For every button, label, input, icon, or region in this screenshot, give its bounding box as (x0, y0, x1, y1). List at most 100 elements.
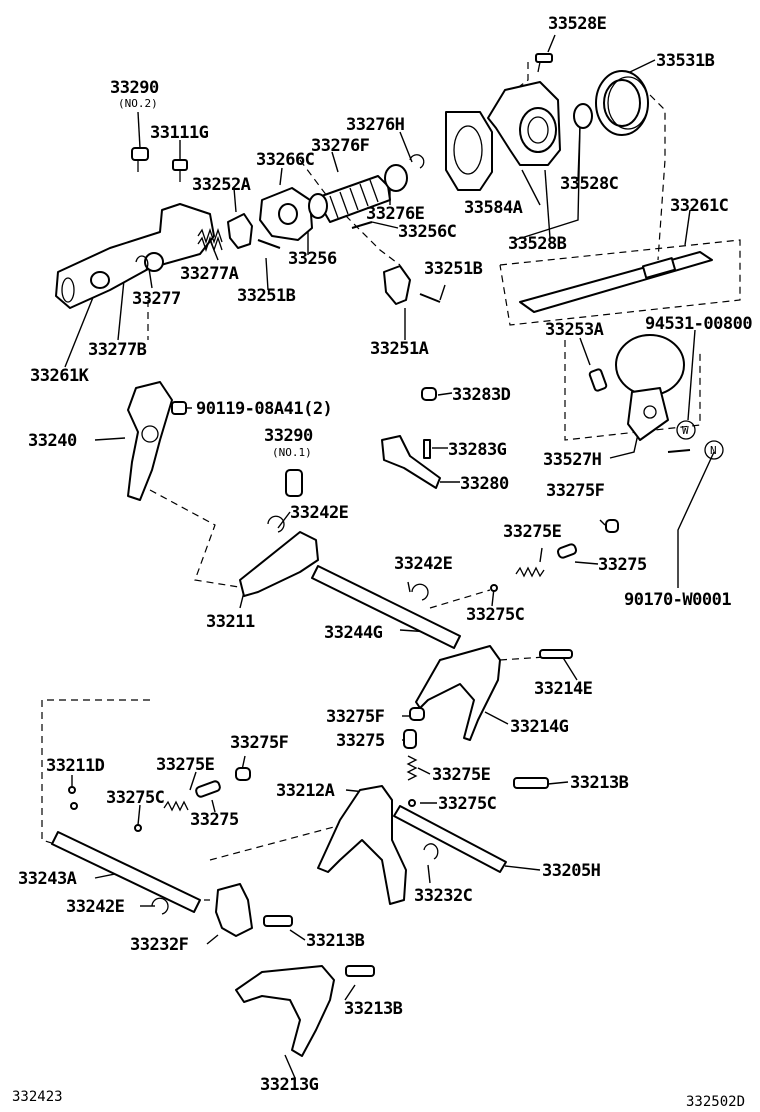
bolt-33528E-icon (535, 53, 553, 73)
boot-33276F-icon (308, 164, 408, 223)
marker-w-icon (676, 420, 696, 440)
label-33214G: 33214G (510, 717, 569, 737)
label-no2: (NO.2) (118, 97, 158, 110)
label-33213B-a: 33213B (570, 773, 629, 793)
label-33253A: 33253A (545, 320, 604, 340)
gasket-33584A-icon (445, 111, 493, 191)
label-33275E-b: 33275E (156, 755, 215, 775)
label-33213B-c: 33213B (344, 999, 403, 1019)
lever-33240-icon (127, 381, 173, 501)
bolt-33111G-icon (172, 159, 188, 182)
label-33276F: 33276F (311, 136, 370, 156)
lever-33266C-icon (259, 187, 313, 241)
label-33261C: 33261C (670, 196, 728, 216)
pin-33251B-icon (257, 239, 441, 303)
label-33290-no1: 33290 (264, 426, 313, 446)
oil-seal-33531B-icon (595, 70, 649, 136)
label-33275-b: 33275 (336, 731, 385, 751)
label-90170-W0001: 90170-W0001 (624, 590, 731, 610)
label-33251A: 33251A (370, 339, 429, 359)
label-33275-a: 33275 (598, 555, 647, 575)
marker-n-label: N (710, 444, 717, 457)
label-33275F-b: 33275F (326, 707, 385, 727)
label-33240: 33240 (28, 431, 77, 451)
label-33242E-c: 33242E (66, 897, 125, 917)
label-33256: 33256 (288, 249, 337, 269)
label-33261K: 33261K (30, 366, 90, 386)
label-33527H: 33527H (543, 450, 602, 470)
footer-right-code: 332502D (686, 1094, 745, 1110)
bolt-90119-icon (171, 401, 187, 415)
housing-33261K-icon (55, 203, 215, 309)
ring-33277-icon (135, 255, 149, 273)
fork-33211-icon (239, 531, 319, 597)
label-94531-00800: 94531-00800 (645, 314, 752, 334)
label-33256C: 33256C (398, 222, 456, 242)
shaft-33261C-icon (519, 251, 713, 313)
label-33531B: 33531B (656, 51, 715, 71)
lever-33527H-icon (615, 334, 691, 453)
label-33584A: 33584A (464, 198, 523, 218)
bolt-33214E-icon (539, 649, 573, 659)
shaft-33280-icon (381, 435, 441, 489)
bushing-33528C-icon (573, 103, 593, 129)
footer: 332423 332502D (12, 1089, 745, 1110)
label-33275-c: 33275 (190, 810, 239, 830)
label-33242E-a: 33242E (290, 503, 349, 523)
label-33251B-a: 33251B (424, 259, 483, 279)
plug-33283D-icon (421, 387, 437, 401)
rod-33244G-icon (311, 565, 461, 649)
label-33528C: 33528C (560, 174, 618, 194)
plug-33290-no1-icon (285, 469, 303, 497)
pin-33253A-icon (588, 368, 608, 392)
alignment-lines (41, 62, 741, 901)
label-33252A: 33252A (192, 175, 251, 195)
label-33283G: 33283G (448, 440, 507, 460)
label-33275E-a: 33275E (503, 522, 562, 542)
label-33275F-c: 33275F (230, 733, 289, 753)
label-33243A: 33243A (18, 869, 77, 889)
label-33528E: 33528E (548, 14, 607, 34)
footer-left-code: 332423 (12, 1089, 63, 1105)
detent-parts-icon (68, 519, 619, 832)
label-33211D: 33211D (46, 756, 105, 776)
label-33242E-b: 33242E (394, 554, 453, 574)
label-33211: 33211 (206, 612, 255, 632)
label-33275C-a: 33275C (466, 605, 524, 625)
bolt-33213B-icon (263, 777, 549, 977)
label-33275C-b: 33275C (106, 788, 164, 808)
label-33277: 33277 (132, 289, 181, 309)
rod-33243A-icon (51, 831, 201, 913)
label-33277B: 33277B (88, 340, 147, 360)
label-33111G: 33111G (150, 123, 209, 143)
retainer-33528B-icon (487, 81, 561, 166)
label-33232F: 33232F (130, 935, 189, 955)
label-33528B: 33528B (508, 234, 567, 254)
plug-33290-no2-icon (131, 147, 149, 172)
pin-33283G-icon (423, 439, 431, 459)
label-no1: (NO.1) (272, 446, 312, 459)
lever-33232F-icon (215, 883, 253, 937)
fork-33213G-icon (235, 965, 335, 1057)
arm-33251A-icon (383, 265, 411, 305)
rod-33205H-icon (393, 805, 507, 873)
clip-33276H-icon (409, 154, 425, 169)
label-33275F-a: 33275F (546, 481, 605, 501)
snap-ring-33242E-icon (151, 515, 429, 915)
label-33275E-c: 33275E (432, 765, 491, 785)
marker-n-icon (704, 440, 724, 460)
label-33283D: 33283D (452, 385, 511, 405)
label-33266C: 33266C (256, 150, 314, 170)
pin-33256C-icon (351, 221, 373, 229)
label-33251B-b: 33251B (237, 286, 296, 306)
label-33290-no2: 33290 (110, 78, 159, 98)
label-33214E: 33214E (534, 679, 593, 699)
gear-33252A-icon (227, 213, 253, 249)
label-33277A: 33277A (180, 264, 239, 284)
label-33276H: 33276H (346, 115, 405, 135)
label-33280: 33280 (460, 474, 509, 494)
marker-w-label: W (682, 424, 689, 437)
label-90119-08A41: 90119-08A41(2) (196, 399, 332, 419)
